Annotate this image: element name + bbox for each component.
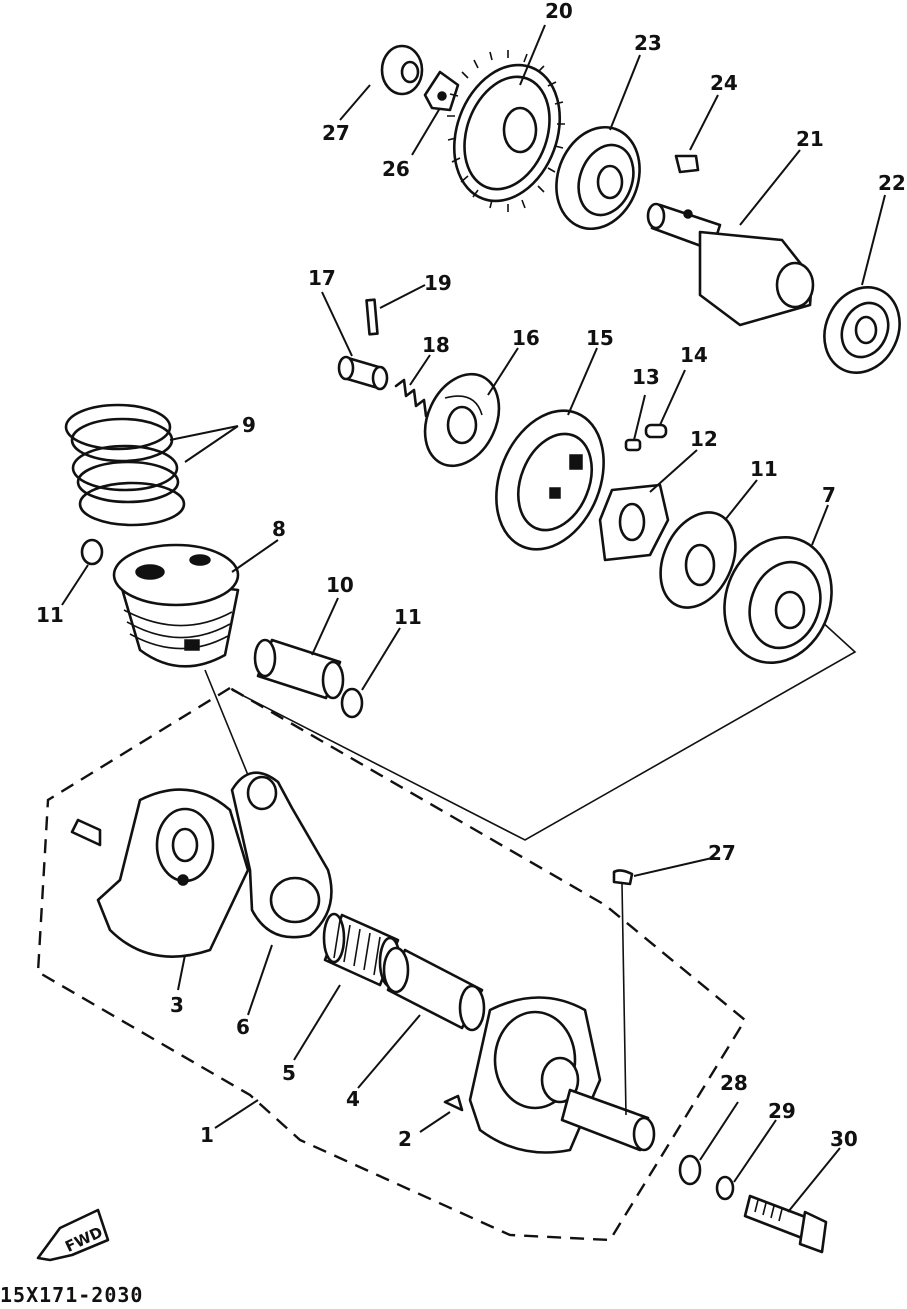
callout-20: 19 — [424, 271, 452, 295]
shaft-18 — [337, 355, 389, 391]
piston-rings — [64, 403, 186, 527]
callout-25: 24 — [710, 71, 738, 95]
callout-4: 4 — [346, 1087, 360, 1111]
plate-17 — [423, 372, 501, 468]
gear-16 — [495, 409, 605, 551]
callout-23: 22 — [878, 171, 906, 195]
diagram-reference-code: 15X171-2030 — [0, 1283, 143, 1307]
callout-1: 1 — [200, 1123, 214, 1147]
callout-28: 27 — [708, 841, 736, 865]
assembly-bracket-line — [231, 619, 857, 841]
callout-11-right: 11 — [394, 605, 422, 629]
cam-sprocket — [447, 50, 565, 212]
crank-web-left — [70, 788, 250, 958]
callout-5: 5 — [282, 1061, 296, 1085]
woodruff-key-25 — [674, 154, 700, 174]
callout-27: 27 — [322, 121, 350, 145]
crank-web-right — [443, 996, 656, 1154]
callout-14: 13 — [632, 365, 660, 389]
callout-26: 26 — [382, 157, 410, 181]
callout-10: 10 — [326, 573, 354, 597]
callout-8: 8 — [272, 517, 286, 541]
bearing-23 — [823, 286, 901, 374]
pin-15 — [644, 423, 668, 439]
lock-washer-30 — [715, 1175, 735, 1201]
callout-9: 9 — [242, 413, 256, 437]
callout-6: 6 — [236, 1015, 250, 1039]
balancer-shaft — [646, 202, 815, 327]
callout-31: 30 — [830, 1127, 858, 1151]
callout-22: 21 — [796, 127, 824, 151]
lock-washer-26 — [423, 70, 460, 112]
pin-14 — [624, 438, 642, 452]
callout-17: 16 — [512, 326, 540, 350]
callout-16: 15 — [586, 326, 614, 350]
bearing-24 — [555, 125, 641, 231]
damper-13 — [598, 483, 670, 562]
nut-27 — [380, 44, 424, 96]
fwd-arrow-icon: FWD — [36, 1208, 110, 1262]
washer-29 — [678, 1154, 702, 1186]
connecting-rod — [230, 771, 333, 939]
callout-11-left: 11 — [36, 603, 64, 627]
crankshaft-assembly-outline — [36, 686, 747, 1242]
bearing-7 — [723, 535, 833, 665]
piston-pin — [253, 638, 345, 700]
leader-lines — [61, 24, 886, 1213]
callout-2: 2 — [398, 1127, 412, 1151]
callout-3: 3 — [170, 993, 184, 1017]
callout-18: 17 — [308, 266, 336, 290]
piston — [112, 543, 240, 668]
callout-7: 7 — [822, 483, 836, 507]
woodruff-key-28 — [612, 869, 634, 886]
callout-15: 14 — [680, 343, 708, 367]
callout-19: 18 — [422, 333, 450, 357]
callout-labels: 27 26 20 23 24 21 22 17 19 18 16 15 13 1… — [36, 0, 906, 1151]
bolt-31 — [743, 1194, 828, 1254]
plate-12 — [659, 511, 737, 609]
callout-13: 12 — [690, 427, 718, 451]
callout-30: 29 — [768, 1099, 796, 1123]
piston-rod-centerline — [204, 669, 251, 781]
piston-pin-clip-right — [340, 687, 364, 719]
piston-pin-clip-left — [80, 538, 104, 566]
spring-19 — [394, 378, 436, 418]
callout-29: 28 — [720, 1071, 748, 1095]
callout-12: 11 — [750, 457, 778, 481]
callout-21: 20 — [545, 0, 573, 23]
key-28-axis — [621, 883, 627, 1116]
crank-pin — [382, 946, 486, 1032]
pin-20 — [365, 298, 379, 336]
callout-24: 23 — [634, 31, 662, 55]
